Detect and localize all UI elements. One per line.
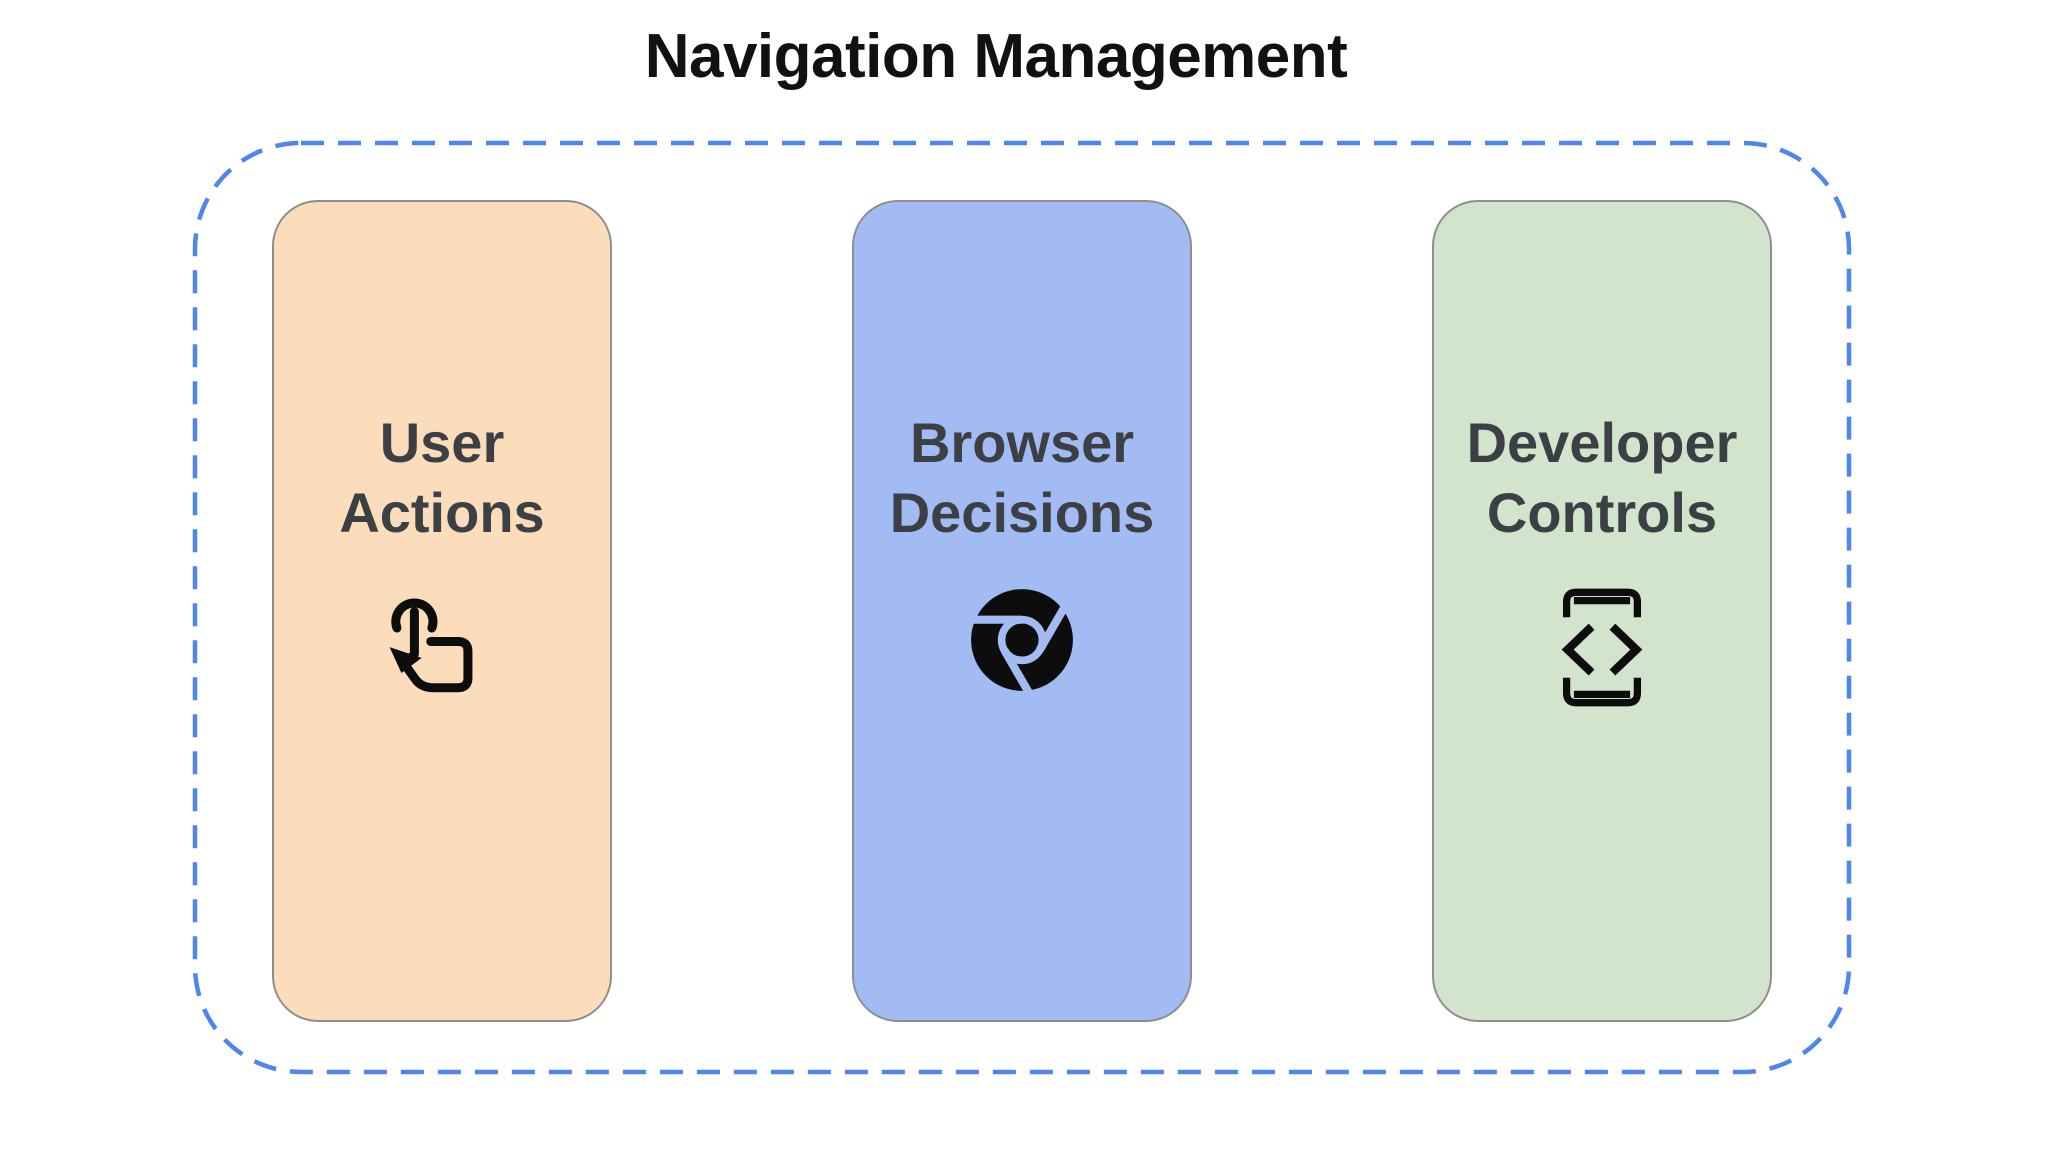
tap-gesture-icon bbox=[389, 598, 473, 693]
card-label: User Actions bbox=[339, 408, 544, 548]
cards-row: User Actions Browser Decisions bbox=[192, 200, 1852, 1022]
card-browser-decisions: Browser Decisions bbox=[852, 200, 1192, 1022]
card-user-actions: User Actions bbox=[272, 200, 612, 1022]
card-label: Developer Controls bbox=[1467, 408, 1738, 548]
chrome-browser-icon bbox=[967, 589, 1073, 696]
card-developer-controls: Developer Controls bbox=[1432, 200, 1772, 1022]
navigation-management-group: User Actions Browser Decisions bbox=[192, 140, 1852, 1075]
card-label-line: Developer bbox=[1466, 411, 1738, 474]
card-label-line: Controls bbox=[1486, 481, 1718, 544]
chrome-icon-cutouts bbox=[967, 600, 1071, 696]
dashed-group-border bbox=[192, 140, 1852, 1075]
card-label-line: Browser bbox=[909, 411, 1135, 474]
card-label: Browser Decisions bbox=[890, 408, 1155, 548]
dashed-border-rect bbox=[192, 140, 1852, 1075]
page-title: Navigation Management bbox=[644, 22, 1348, 91]
developer-mode-icon bbox=[1561, 588, 1643, 707]
card-label-line: Decisions bbox=[889, 481, 1155, 544]
card-label-line: Actions bbox=[339, 481, 545, 544]
card-label-line: User bbox=[379, 411, 505, 474]
